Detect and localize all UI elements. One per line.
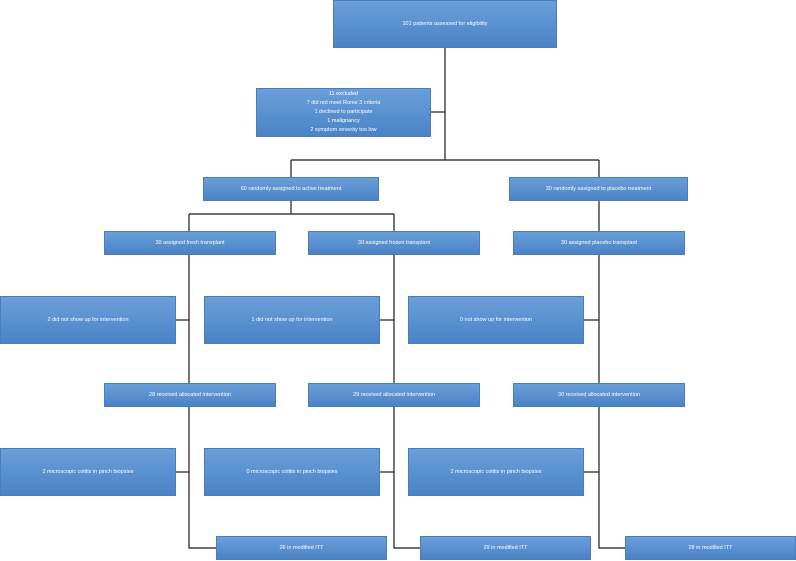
node-text: 28 received allocated intervention bbox=[149, 391, 231, 398]
node-noshow-placebo: 0 not show up for intervention bbox=[408, 296, 584, 344]
node-text: 0 microscopic colitis in pinch biopsies bbox=[246, 468, 338, 475]
node-text: 2 microscopic colitis in pinch biopsies bbox=[42, 468, 134, 475]
node-assessed: 101 patients assessed for eligibility bbox=[333, 0, 557, 48]
node-colitis-placebo: 2 microscopic colitis in pinch biopsies bbox=[408, 448, 584, 496]
node-text: 1 malignancy bbox=[327, 118, 360, 124]
node-placebo-transplant: 30 assigned placebo transplant bbox=[513, 231, 685, 255]
node-text: 28 in modified ITT bbox=[688, 544, 733, 551]
node-text: 2 did not show up for intervention bbox=[47, 316, 129, 323]
node-text: 60 randomly assigned to active treatment bbox=[240, 185, 342, 192]
node-colitis-frozen: 0 microscopic colitis in pinch biopsies bbox=[204, 448, 380, 496]
connector-frozen-to-itt bbox=[393, 407, 420, 549]
node-itt-fresh: 26 in modified ITT bbox=[216, 536, 387, 560]
node-received-frozen: 29 received allocated intervention bbox=[308, 383, 480, 407]
node-text: 11 excluded bbox=[328, 91, 359, 97]
node-text: 2 microscopic colitis in pinch biopsies bbox=[450, 468, 542, 475]
node-text: 0 not show up for intervention bbox=[459, 316, 533, 323]
node-text: 30 assigned placebo transplant bbox=[560, 239, 638, 246]
node-text: 101 patients assessed for eligibility bbox=[402, 20, 488, 27]
node-itt-placebo: 28 in modified ITT bbox=[625, 536, 796, 560]
node-text: 29 received allocated intervention bbox=[353, 391, 435, 398]
node-text: 30 randomly assigned to placebo treatmen… bbox=[545, 185, 652, 192]
node-noshow-fresh: 2 did not show up for intervention bbox=[0, 296, 176, 344]
node-text: 30 assigned fresh transplant bbox=[155, 239, 225, 246]
node-text: 7 did not meet Rome 3 criteria bbox=[306, 100, 381, 106]
node-text: 1 declined to participate bbox=[314, 109, 373, 115]
node-text: 29 in modified ITT bbox=[483, 544, 528, 551]
node-text: 26 in modified ITT bbox=[279, 544, 324, 551]
node-received-fresh: 28 received allocated intervention bbox=[104, 383, 276, 407]
node-text: 2 symptom severity too low bbox=[310, 127, 377, 133]
node-fresh: 30 assigned fresh transplant bbox=[104, 231, 276, 255]
node-text: 1 did not show up for intervention bbox=[251, 316, 333, 323]
node-noshow-frozen: 1 did not show up for intervention bbox=[204, 296, 380, 344]
node-active: 60 randomly assigned to active treatment bbox=[203, 177, 379, 201]
node-itt-frozen: 29 in modified ITT bbox=[420, 536, 591, 560]
connector-fresh-to-itt bbox=[188, 407, 216, 549]
connector-placebo-to-itt bbox=[598, 407, 625, 549]
node-excluded: 11 excluded 7 did not meet Rome 3 criter… bbox=[256, 88, 431, 137]
node-text: 30 assigned frozen transplant bbox=[357, 239, 431, 246]
node-frozen: 30 assigned frozen transplant bbox=[308, 231, 480, 255]
node-text: 30 received allocated intervention bbox=[558, 391, 640, 398]
node-placebo: 30 randomly assigned to placebo treatmen… bbox=[509, 177, 688, 201]
node-received-placebo: 30 received allocated intervention bbox=[513, 383, 685, 407]
node-colitis-fresh: 2 microscopic colitis in pinch biopsies bbox=[0, 448, 176, 496]
